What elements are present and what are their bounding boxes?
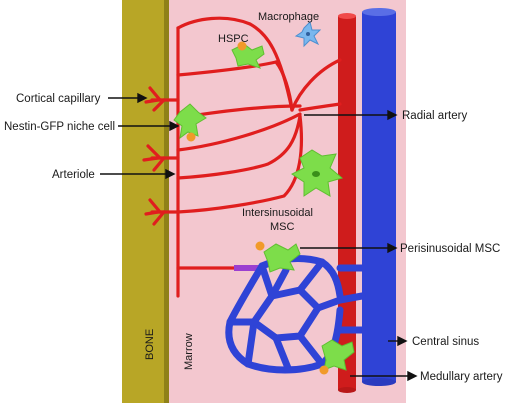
label-macrophage: Macrophage <box>258 11 319 23</box>
label-nestin-niche: Nestin-GFP niche cell <box>4 121 115 133</box>
msc-cell-medullary <box>319 339 355 375</box>
medullary-artery-vessel <box>338 13 356 393</box>
sinusoid-network <box>225 255 366 374</box>
label-central-sinus: Central sinus <box>412 336 479 348</box>
perisinusoidal-msc-cell <box>255 241 301 273</box>
label-marrow: Marrow <box>183 333 195 370</box>
intersinusoidal-msc-cell <box>291 149 344 197</box>
bone-region <box>122 0 169 403</box>
arteriole-sinus-junction <box>234 265 260 271</box>
label-cortical-capillary: Cortical capillary <box>16 93 101 105</box>
macrophage-cell <box>294 21 322 48</box>
bone-edge <box>164 0 169 403</box>
label-perisinusoidal-msc: Perisinusoidal MSC <box>400 243 500 255</box>
hspc-cell-top <box>231 41 265 69</box>
label-intersinusoidal: Intersinusoidal <box>242 207 313 219</box>
label-medullary-artery: Medullary artery <box>420 371 503 383</box>
pointer-arrows <box>100 92 418 382</box>
label-hspc: HSPC <box>218 33 249 45</box>
label-intersinusoidal-msc: MSC <box>270 221 295 233</box>
nestin-gfp-niche-cell <box>173 103 207 142</box>
central-sinus-vessel <box>362 8 396 386</box>
label-arteriole: Arteriole <box>52 169 95 181</box>
label-bone: BONE <box>144 329 156 360</box>
label-radial-artery: Radial artery <box>402 110 467 122</box>
